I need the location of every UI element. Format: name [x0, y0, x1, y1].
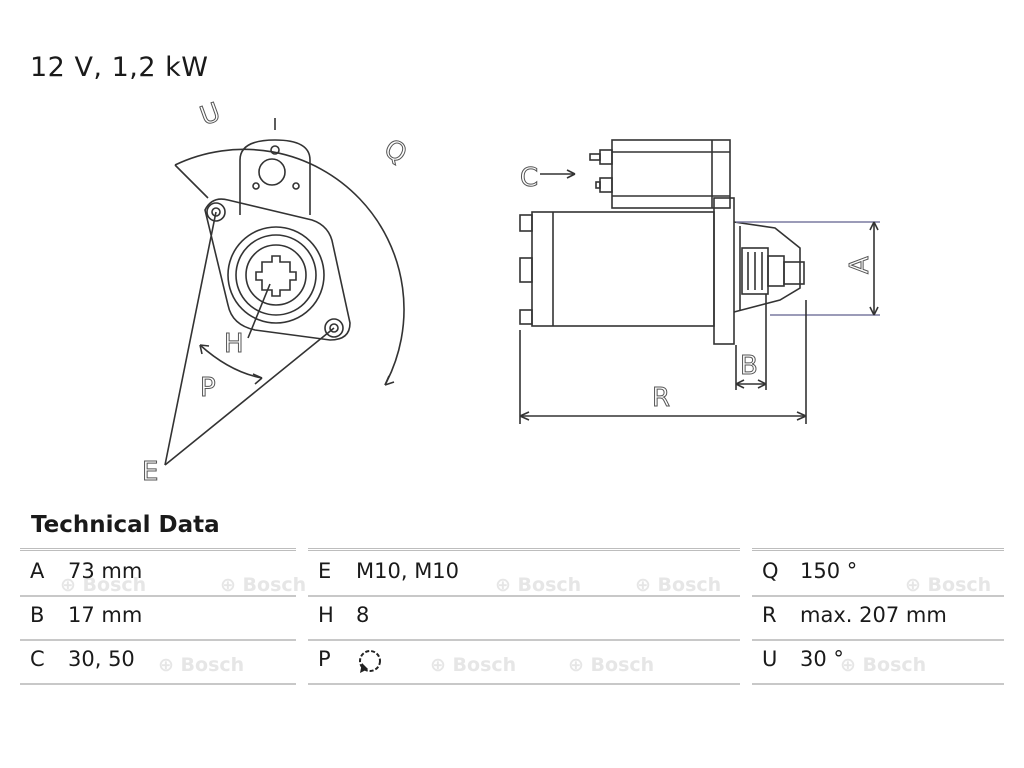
product-title: 12 V, 1,2 kW [30, 52, 209, 83]
data-row-h: H 8 [308, 595, 740, 641]
angle-arc-q [174, 148, 405, 386]
data-row-u: U 30 ° [752, 639, 1004, 685]
top-ear [239, 139, 311, 215]
label-c: C [520, 163, 538, 193]
data-column-3: Q 150 ° R max. 207 mm U 30 ° [752, 548, 1004, 685]
drive-flange [713, 197, 735, 345]
technical-data-table: ⊕ Bosch ⊕ Bosch ⊕ Bosch ⊕ Bosch ⊕ Bosch … [20, 548, 1004, 685]
label-h: H [224, 329, 244, 359]
data-row-p: P [308, 639, 740, 685]
data-row-r: R max. 207 mm [752, 595, 1004, 641]
label-u: U [196, 97, 224, 132]
solenoid [611, 139, 731, 209]
data-column-1: A 73 mm B 17 mm C 30, 50 [20, 548, 296, 685]
mounting-flange [204, 198, 351, 341]
label-r: R [652, 383, 670, 413]
label-p: P [200, 373, 216, 403]
data-row-q: Q 150 ° [752, 551, 1004, 597]
data-row-b: B 17 mm [20, 595, 296, 641]
technical-data-title: Technical Data [31, 512, 220, 538]
data-column-2: E M10, M10 H 8 P [308, 548, 740, 685]
data-row-e: E M10, M10 [308, 551, 740, 597]
technical-drawing: U Q H P E C A B R [142, 97, 880, 488]
label-e: E [142, 457, 158, 487]
label-a: A [845, 256, 875, 274]
data-row-c: C 30, 50 [20, 639, 296, 685]
data-row-a: A 73 mm [20, 551, 296, 597]
label-b: B [740, 351, 758, 381]
rotation-direction-icon [359, 650, 381, 673]
label-q: Q [379, 134, 412, 170]
motor-housing [531, 211, 715, 327]
pinion-outer [227, 226, 325, 324]
